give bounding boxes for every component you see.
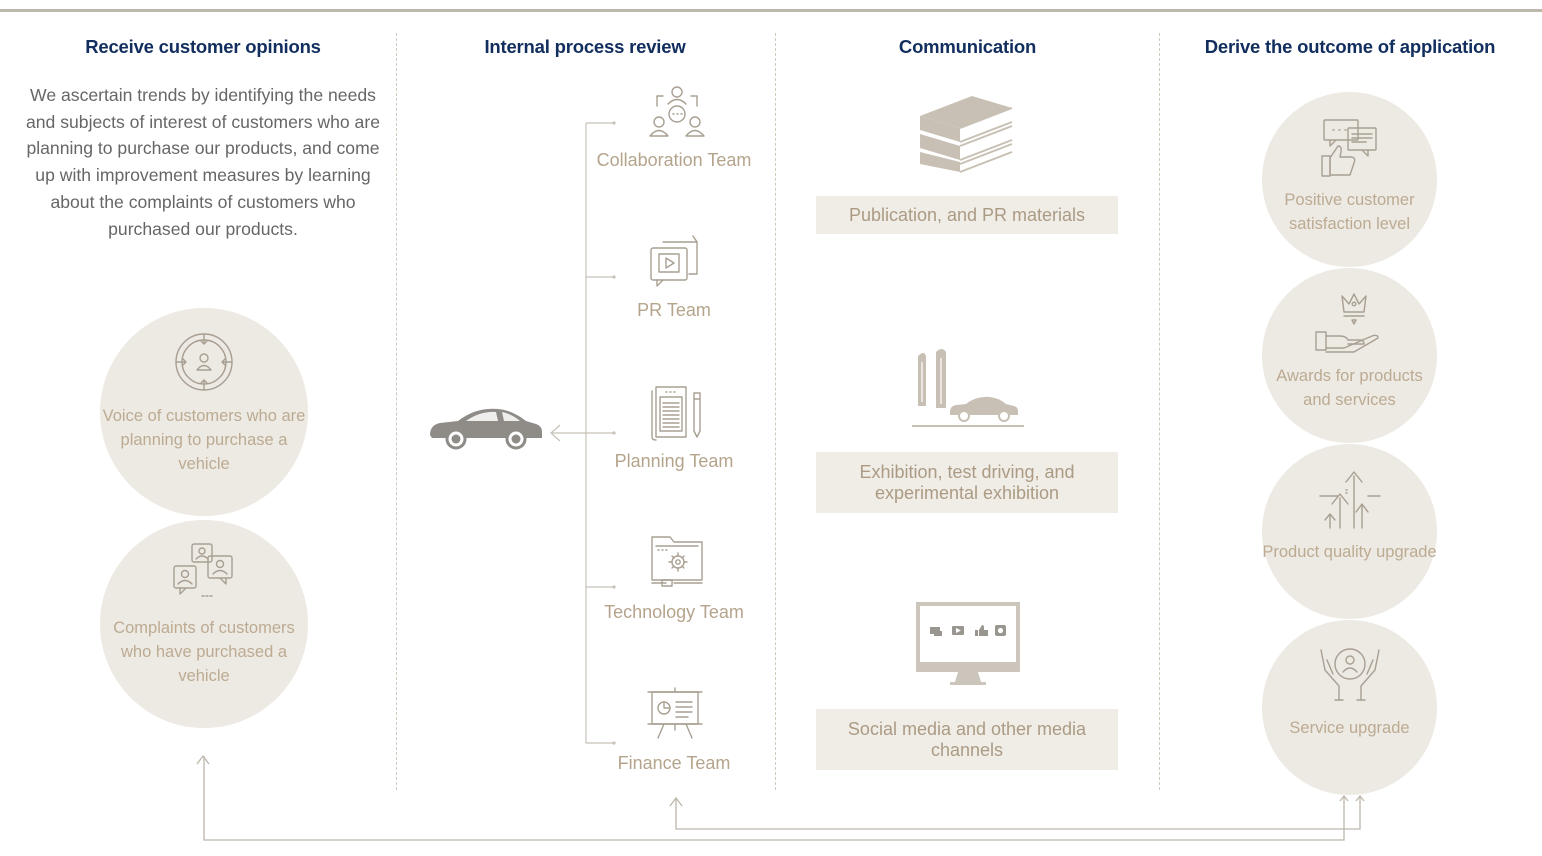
folder-gear-icon xyxy=(651,536,703,587)
crown-hand-icon xyxy=(1314,293,1379,353)
thumbs-up-chat-icon xyxy=(1320,119,1377,177)
finance-team-label: Finance Team xyxy=(617,753,731,773)
hands-person-icon xyxy=(1319,648,1380,701)
top-rule xyxy=(0,9,1542,12)
product-quality-label: Product quality upgrade xyxy=(1262,543,1437,561)
collaboration-team-label: Collaboration Team xyxy=(596,150,752,170)
service-upgrade-circle: Service upgrade xyxy=(1262,620,1437,795)
presentation-board-icon xyxy=(647,687,703,739)
books-icon xyxy=(920,96,1013,173)
column-divider xyxy=(1159,33,1160,790)
awards-label: Awards for products and services xyxy=(1276,367,1423,409)
exhibition-car-icon xyxy=(912,349,1024,427)
heading-communication: Communication xyxy=(898,36,1037,57)
service-upgrade-label: Service upgrade xyxy=(1289,719,1410,737)
car-icon xyxy=(430,408,542,450)
customer-satisfaction-label: Positive customer satisfaction level xyxy=(1284,191,1415,233)
team-network-icon xyxy=(649,86,705,137)
pr-team-label: PR Team xyxy=(637,300,711,320)
planning-team-label: Planning Team xyxy=(614,451,734,471)
speech-people-icon xyxy=(173,543,233,597)
voice-of-customers-circle: Voice of customers who are planning to p… xyxy=(100,308,308,516)
team-bracket xyxy=(550,121,616,745)
heading-derive-outcome: Derive the outcome of application xyxy=(1204,36,1496,57)
publication-pr-box: Publication, and PR materials xyxy=(816,196,1118,234)
voice-of-customers-label: Voice of customers who are planning to p… xyxy=(102,407,306,473)
target-person-icon xyxy=(175,333,233,391)
monitor-social-icon xyxy=(916,602,1020,685)
column-divider xyxy=(396,33,397,790)
video-chat-icon xyxy=(650,235,698,287)
technology-team-label: Technology Team xyxy=(604,602,744,622)
intro-paragraph: We ascertain trends by identifying the n… xyxy=(25,85,380,239)
customer-satisfaction-circle: Positive customer satisfaction level xyxy=(1262,92,1437,267)
upward-arrows-icon xyxy=(1318,471,1381,529)
heading-receive-customer-opinions: Receive customer opinions xyxy=(85,36,321,57)
exhibition-box: Exhibition, test driving, and experiment… xyxy=(816,452,1118,513)
complaints-circle: Complaints of customers who have purchas… xyxy=(100,520,308,728)
awards-circle: Awards for products and services xyxy=(1262,268,1437,443)
heading-internal-process-review: Internal process review xyxy=(484,36,686,57)
column-divider xyxy=(775,33,776,790)
complaints-label: Complaints of customers who have purchas… xyxy=(113,619,295,685)
document-pen-icon xyxy=(651,386,701,441)
product-quality-circle: Product quality upgrade xyxy=(1262,444,1437,619)
social-media-box: Social media and other media channels xyxy=(816,709,1118,770)
